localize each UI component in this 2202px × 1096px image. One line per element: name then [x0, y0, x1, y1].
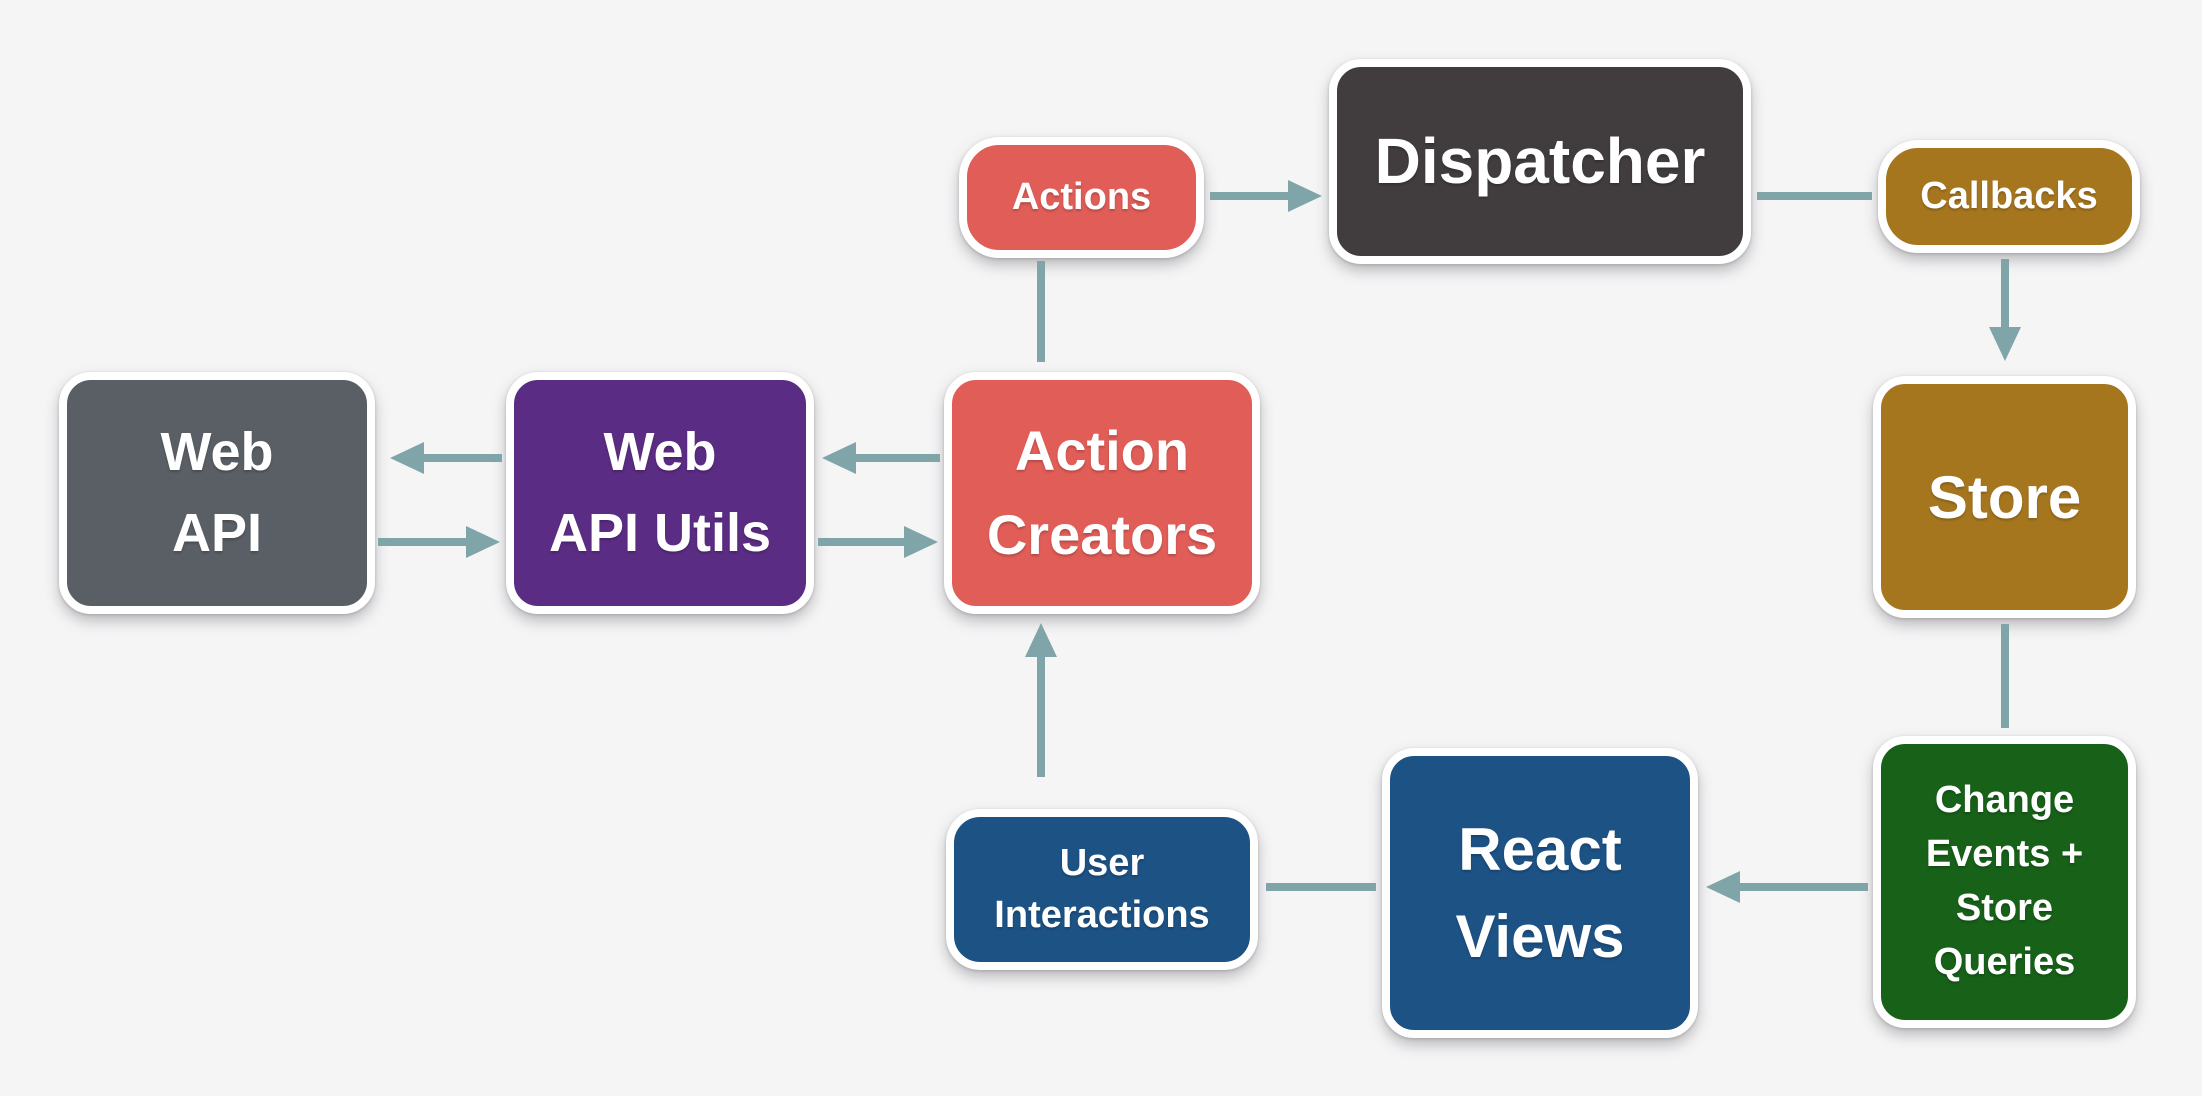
edge-web-api-utils-to-action-creators-arrowhead	[904, 526, 938, 558]
edge-user-interactions-to-action-creators-line	[1037, 657, 1045, 777]
node-callbacks: Callbacks	[1878, 140, 2140, 253]
node-action-creators: Action Creators	[944, 372, 1260, 614]
edge-store-to-change-events-line	[2001, 624, 2009, 728]
node-user-interactions-label: User Interactions	[994, 842, 1210, 936]
edge-action-creators-to-web-api-utils-line	[856, 454, 940, 462]
node-dispatcher: Dispatcher	[1329, 59, 1751, 264]
node-action-creators-label: Action Creators	[986, 419, 1218, 566]
node-web-api: Web API	[59, 372, 375, 614]
edge-user-interactions-to-action-creators-arrowhead	[1025, 623, 1057, 657]
node-callbacks-label: Callbacks	[1920, 174, 2098, 217]
node-store-label: Store	[1927, 463, 2082, 531]
edge-web-api-to-web-api-utils-line	[378, 538, 466, 546]
node-react-views: React Views	[1382, 748, 1698, 1038]
edge-change-events-to-react-views-line	[1740, 883, 1868, 891]
edge-action-creators-to-web-api-utils-arrowhead	[822, 442, 856, 474]
edge-callbacks-to-store-arrowhead	[1989, 327, 2021, 361]
edge-web-api-utils-to-web-api-arrowhead	[390, 442, 424, 474]
node-actions: Actions	[959, 137, 1204, 258]
node-store: Store	[1873, 376, 2136, 618]
edge-web-api-to-web-api-utils-arrowhead	[466, 526, 500, 558]
node-change-events: Change Events + Store Queries	[1873, 736, 2136, 1028]
node-web-api-utils: Web API Utils	[506, 372, 814, 614]
edge-react-views-to-user-interactions-line	[1266, 883, 1376, 891]
node-user-interactions: User Interactions	[946, 809, 1258, 970]
node-web-api-label: Web API	[160, 422, 274, 563]
edge-actions-to-dispatcher-line	[1210, 192, 1288, 200]
node-change-events-label: Change Events + Store Queries	[1925, 779, 2084, 983]
edge-web-api-utils-to-web-api-line	[424, 454, 502, 462]
node-web-api-utils-label: Web API Utils	[548, 422, 772, 563]
edge-change-events-to-react-views-arrowhead	[1706, 871, 1740, 903]
node-dispatcher-label: Dispatcher	[1374, 125, 1706, 198]
node-react-views-label: React Views	[1455, 816, 1625, 970]
edge-callbacks-to-store-line	[2001, 259, 2009, 327]
node-actions-label: Actions	[1011, 175, 1152, 218]
edge-dispatcher-to-callbacks-line	[1757, 192, 1872, 200]
edge-web-api-utils-to-action-creators-line	[818, 538, 904, 546]
edge-actions-to-dispatcher-arrowhead	[1288, 180, 1322, 212]
edge-action-creators-to-actions-line	[1037, 261, 1045, 362]
